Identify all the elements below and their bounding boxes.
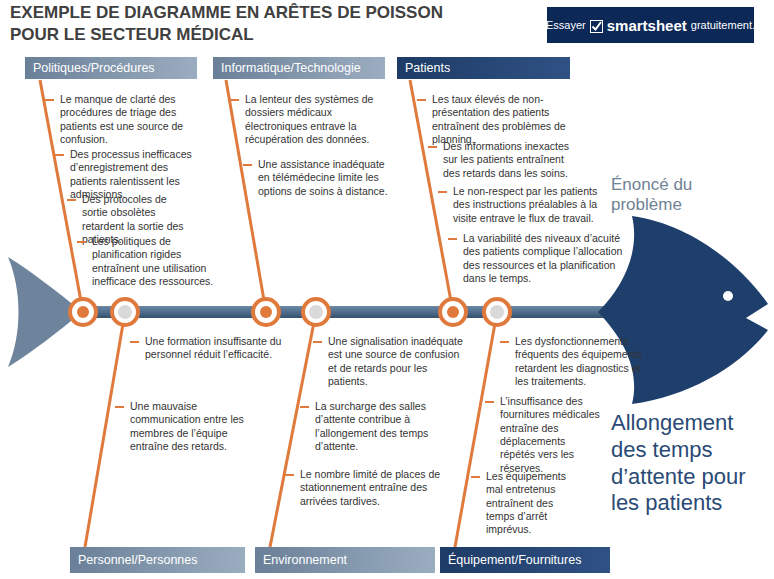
fish-eye bbox=[723, 291, 733, 301]
category-name: Personnel/Personnes bbox=[78, 553, 198, 567]
cause-dash bbox=[300, 406, 309, 408]
category-band: Équipement/Fournitures bbox=[440, 547, 610, 573]
cause-dash bbox=[130, 341, 139, 343]
badge-text: gratuitement. bbox=[691, 19, 755, 31]
joint-dot bbox=[447, 306, 459, 318]
cause-text: Les politiques de planification rigides … bbox=[92, 235, 217, 288]
cause-dash bbox=[438, 191, 447, 193]
bones bbox=[40, 80, 497, 547]
problem-statement: Allongement des temps d’attente pour les… bbox=[611, 410, 761, 517]
bone-line bbox=[85, 312, 125, 547]
fish-spine bbox=[70, 306, 605, 318]
category-name: Politiques/Procédures bbox=[33, 61, 155, 75]
joint-dot bbox=[118, 305, 132, 319]
badge-text: smartsheet bbox=[607, 17, 687, 34]
cause-text: Une mauvaise communication entre les mem… bbox=[130, 400, 255, 453]
diagram-title: EXEMPLE DE DIAGRAMME EN ARÊTES DE POISSO… bbox=[10, 2, 460, 46]
cause-text: Les taux élevés de non-présentation des … bbox=[432, 93, 597, 146]
category-band: Informatique/Technologie bbox=[213, 57, 385, 79]
cause-text: L’insuffisance des fournitures médicales… bbox=[500, 395, 600, 475]
joint-circle bbox=[112, 299, 138, 325]
cause-text: Les dysfonctionnements fréquents des équ… bbox=[515, 335, 655, 388]
bone-line bbox=[270, 312, 316, 547]
problem-heading: Énoncé du problème bbox=[611, 175, 731, 216]
joint-circle bbox=[484, 299, 510, 325]
promo-badge: Essayer smartsheet gratuitement. bbox=[547, 7, 754, 43]
cause-dash bbox=[485, 401, 494, 403]
cause-text: Une formation insuffisante du personnel … bbox=[145, 335, 295, 362]
joint-circle bbox=[440, 299, 466, 325]
cause-text: Le non-respect par les patients des inst… bbox=[453, 185, 603, 225]
cause-text: La variabilité des niveaux d’acuité des … bbox=[463, 232, 635, 285]
cause-dash bbox=[115, 406, 124, 408]
category-name: Environnement bbox=[263, 553, 347, 567]
category-band: Environnement bbox=[255, 547, 435, 573]
cause-text: Une assistance inadéquate en télémédecin… bbox=[258, 158, 390, 198]
category-name: Équipement/Fournitures bbox=[448, 553, 581, 567]
cause-dash bbox=[448, 238, 457, 240]
category-name: Informatique/Technologie bbox=[221, 61, 361, 75]
check-logo bbox=[590, 19, 603, 32]
category-band: Personnel/Personnes bbox=[70, 547, 245, 573]
joint-dot bbox=[77, 306, 89, 318]
cause-dash bbox=[67, 199, 76, 201]
joints bbox=[70, 299, 510, 325]
category-band: Politiques/Procédures bbox=[25, 57, 197, 79]
cause-text: La lenteur des systèmes de dossiers médi… bbox=[245, 93, 390, 146]
joint-circle bbox=[253, 299, 279, 325]
badge-text: Essayer bbox=[546, 19, 586, 31]
cause-text: La surcharge des salles d’attente contri… bbox=[315, 400, 455, 453]
cause-dash bbox=[45, 99, 54, 101]
cause-text: Le nombre limité de places de stationnem… bbox=[300, 468, 445, 508]
category-name: Patients bbox=[405, 61, 450, 75]
cause-dash bbox=[313, 341, 322, 343]
cause-text: Une signalisation inadéquate est une sou… bbox=[328, 335, 466, 388]
cause-dash bbox=[285, 474, 294, 476]
joint-circle bbox=[70, 299, 96, 325]
joint-circle bbox=[303, 299, 329, 325]
cause-text: Des informations inexactes sur les patie… bbox=[443, 140, 578, 180]
cause-dash bbox=[243, 164, 252, 166]
cause-dash bbox=[500, 341, 509, 343]
cause-dash bbox=[55, 154, 64, 156]
cause-text: Le manque de clarté des procédures de tr… bbox=[60, 93, 185, 146]
cause-dash bbox=[230, 99, 239, 101]
check-icon bbox=[590, 20, 603, 33]
check-mark bbox=[592, 22, 601, 30]
cause-dash bbox=[417, 99, 426, 101]
check-box bbox=[590, 20, 602, 32]
cause-text: Les équipements mal entretenus entraînen… bbox=[486, 470, 576, 537]
joint-dot bbox=[490, 305, 504, 319]
cause-dash bbox=[471, 476, 480, 478]
fish-head bbox=[598, 216, 768, 404]
cause-dash bbox=[77, 241, 86, 243]
joint-dot bbox=[309, 305, 323, 319]
category-band: Patients bbox=[397, 57, 570, 79]
cause-dash bbox=[428, 146, 437, 148]
joint-dot bbox=[260, 306, 272, 318]
